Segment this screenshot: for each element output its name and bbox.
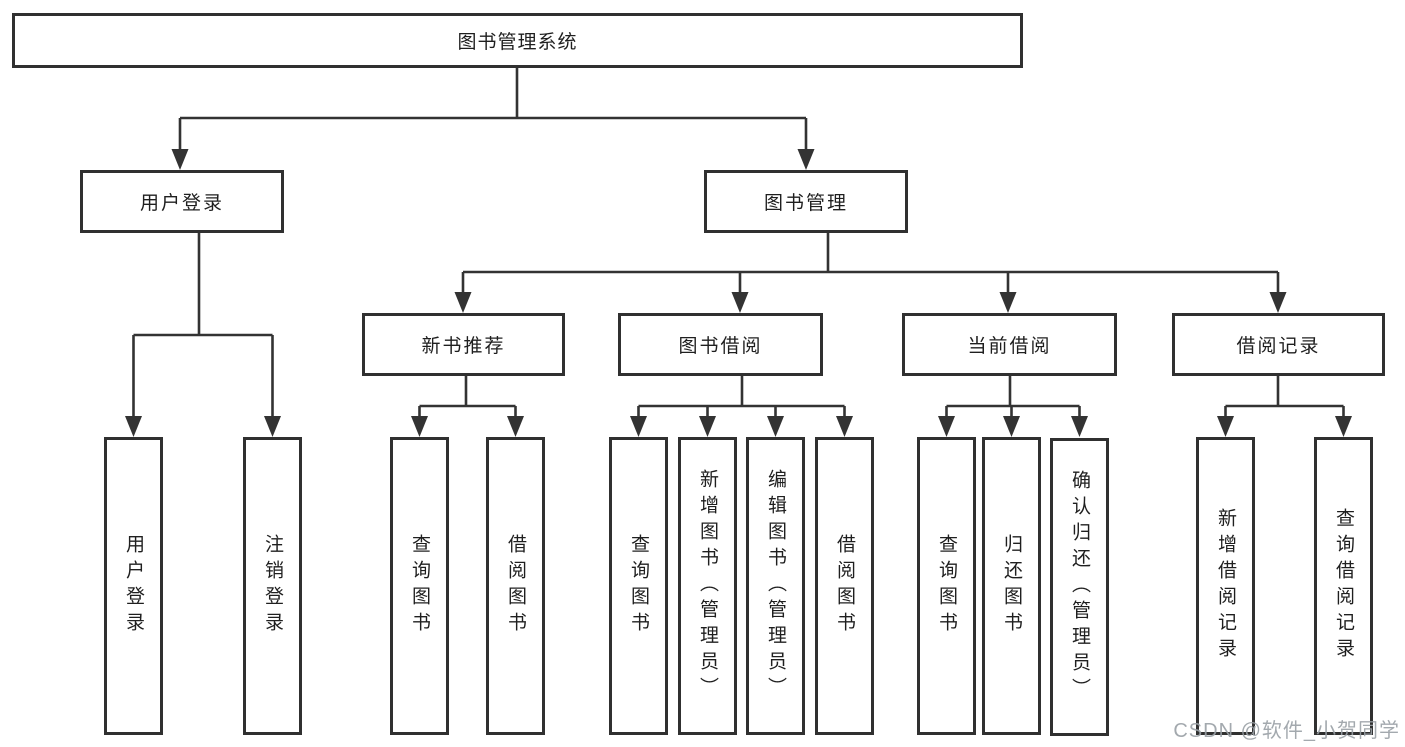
node-book-borrowing: 图书借阅 <box>618 313 823 376</box>
arrowhead-icon <box>699 416 716 437</box>
arrowhead-icon <box>171 149 189 170</box>
leaf-label: 归还图书 <box>1001 534 1022 638</box>
leaf-logout: 注销登录 <box>243 437 302 735</box>
arrowhead-icon <box>1071 416 1088 437</box>
leaf-label: 查询图书 <box>628 534 649 638</box>
leaf-query-borrow-record: 查询借阅记录 <box>1314 437 1373 735</box>
arrowhead-icon <box>836 416 853 437</box>
arrowhead-icon <box>767 416 784 437</box>
node-new-book-recommend: 新书推荐 <box>362 313 565 376</box>
node-current-borrowing: 当前借阅 <box>902 313 1117 376</box>
leaf-query-books-current: 查询图书 <box>917 437 976 735</box>
arrowhead-icon <box>797 149 815 170</box>
leaf-label: 注销登录 <box>262 534 283 638</box>
leaf-confirm-return-admin: 确认归还（管理员） <box>1050 438 1109 736</box>
arrowhead-icon <box>454 292 472 313</box>
csdn-watermark: CSDN @软件_小贺同学 <box>1173 720 1400 742</box>
arrowhead-icon <box>411 416 428 437</box>
arrowhead-icon <box>125 416 142 437</box>
leaf-label: 查询图书 <box>409 534 430 638</box>
arrowhead-icon <box>999 292 1017 313</box>
leaf-label: 查询图书 <box>936 534 957 638</box>
node-library-system: 图书管理系统 <box>12 13 1023 68</box>
leaf-label: 借阅图书 <box>834 534 855 638</box>
leaf-borrow-books-borrowing: 借阅图书 <box>815 437 874 735</box>
arrowhead-icon <box>1335 416 1352 437</box>
connector-path <box>132 68 1345 422</box>
leaf-return-books: 归还图书 <box>982 437 1041 735</box>
node-label: 借阅记录 <box>1236 336 1321 357</box>
node-label: 当前借阅 <box>967 336 1052 357</box>
leaf-query-books-recommend: 查询图书 <box>390 437 449 735</box>
node-borrow-records: 借阅记录 <box>1172 313 1385 376</box>
leaf-add-borrow-record: 新增借阅记录 <box>1196 437 1255 735</box>
arrowhead-icon <box>731 292 749 313</box>
node-label: 用户登录 <box>139 193 224 214</box>
arrowhead-icon <box>507 416 524 437</box>
leaf-borrow-books-recommend: 借阅图书 <box>486 437 545 735</box>
leaf-label: 编辑图书（管理员） <box>765 469 786 703</box>
leaf-label: 用户登录 <box>123 534 144 638</box>
leaf-add-books-admin: 新增图书（管理员） <box>678 437 737 735</box>
leaf-label: 新增借阅记录 <box>1215 508 1236 664</box>
arrowhead-icon <box>1003 416 1020 437</box>
node-book-management: 图书管理 <box>704 170 908 233</box>
leaf-query-books-borrowing: 查询图书 <box>609 437 668 735</box>
arrowhead-icon <box>630 416 647 437</box>
node-label: 图书借阅 <box>678 336 763 357</box>
leaf-label: 确认归还（管理员） <box>1069 470 1090 704</box>
node-label: 图书管理系统 <box>457 32 578 53</box>
leaf-label: 借阅图书 <box>505 534 526 638</box>
leaf-edit-books-admin: 编辑图书（管理员） <box>746 437 805 735</box>
arrowhead-icon <box>1269 292 1287 313</box>
arrowhead-icon <box>264 416 281 437</box>
node-user-login: 用户登录 <box>80 170 284 233</box>
arrowhead-icon <box>1217 416 1234 437</box>
leaf-user-login: 用户登录 <box>104 437 163 735</box>
leaf-label: 新增图书（管理员） <box>697 469 718 703</box>
leaf-label: 查询借阅记录 <box>1333 508 1354 664</box>
node-label: 新书推荐 <box>421 336 506 357</box>
arrowhead-icon <box>938 416 955 437</box>
node-label: 图书管理 <box>763 193 848 214</box>
